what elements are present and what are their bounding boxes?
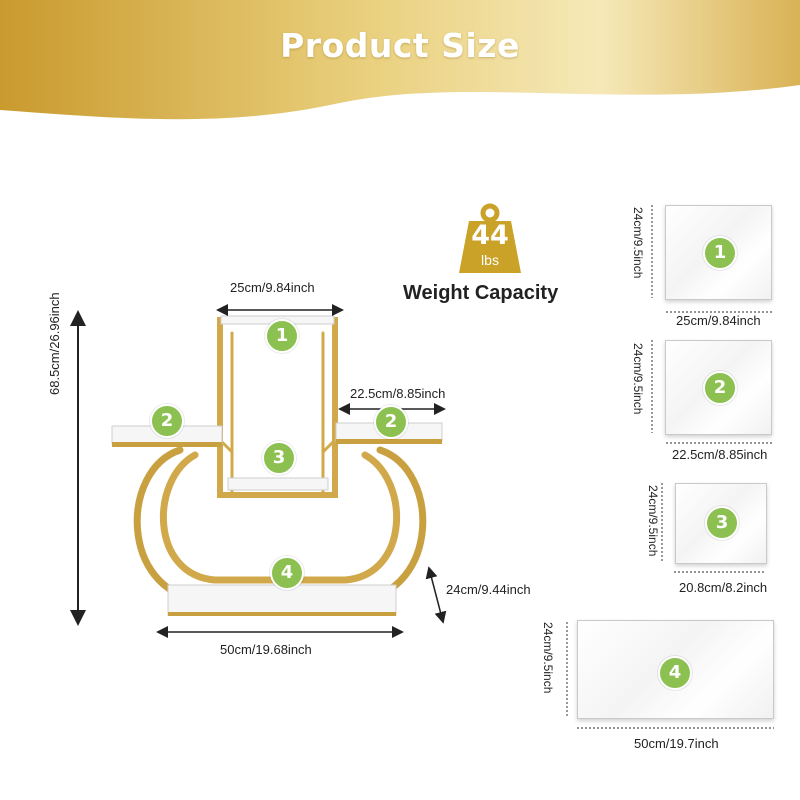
shelf-marker-1: 1 — [703, 236, 737, 270]
top-width-label: 25cm/9.84inch — [230, 280, 315, 295]
page-title: Product Size — [280, 26, 520, 65]
shelf-3-depth: 24cm/9.5inch — [646, 485, 660, 557]
plant-stand-illustration — [70, 304, 447, 638]
stand-marker-1: 1 — [265, 319, 299, 353]
height-label: 68.5cm/26.96inch — [47, 292, 62, 395]
shelf-2-depth: 24cm/9.5inch — [631, 343, 645, 415]
stand-marker-3: 3 — [262, 441, 296, 475]
shelf-1-depth: 24cm/9.5inch — [631, 207, 645, 279]
header-banner — [0, 0, 800, 120]
shelf-marker-3: 3 — [705, 506, 739, 540]
stand-marker-4: 4 — [270, 556, 304, 590]
side-width-label: 22.5cm/8.85inch — [350, 386, 446, 401]
shelf-marker-4: 4 — [658, 656, 692, 690]
shelf-2-width: 22.5cm/8.85inch — [672, 447, 768, 462]
shelf-4-depth: 24cm/9.5inch — [541, 622, 555, 694]
bottom-width-label: 50cm/19.68inch — [220, 642, 312, 657]
shelf-1-width: 25cm/9.84inch — [676, 313, 761, 328]
stand-marker-2-right: 2 — [374, 405, 408, 439]
bottom-depth-label: 24cm/9.44inch — [446, 582, 531, 597]
shelf-dimension-lines — [566, 205, 774, 729]
weight-capacity-label: Weight Capacity — [403, 282, 559, 304]
shelf-marker-2: 2 — [703, 371, 737, 405]
weight-unit: lbs — [481, 252, 499, 268]
weight-value: 44 — [471, 220, 509, 251]
shelf-panel-1 — [665, 205, 772, 300]
shelf-3-width: 20.8cm/8.2inch — [679, 580, 768, 595]
weight-icon — [459, 203, 521, 273]
shelf-4-width: 50cm/19.7inch — [634, 736, 719, 751]
stand-marker-2-left: 2 — [150, 404, 184, 438]
